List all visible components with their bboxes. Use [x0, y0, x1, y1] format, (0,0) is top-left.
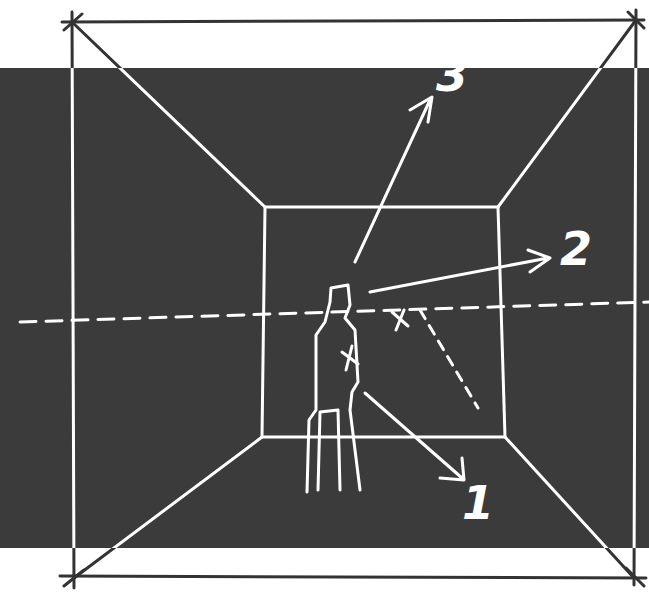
sketch-lines-light [20, 68, 649, 548]
callout-number: 1 [462, 478, 494, 529]
callout-number: 3 [436, 50, 468, 101]
callout-wrap: 3 [436, 50, 468, 101]
dark-band [0, 68, 649, 548]
callout-number: 2 [560, 224, 592, 275]
callout-wrap: 2 [560, 224, 592, 275]
callout-wrap: 1 [462, 478, 494, 529]
sketch-lines-dark [20, 10, 649, 588]
